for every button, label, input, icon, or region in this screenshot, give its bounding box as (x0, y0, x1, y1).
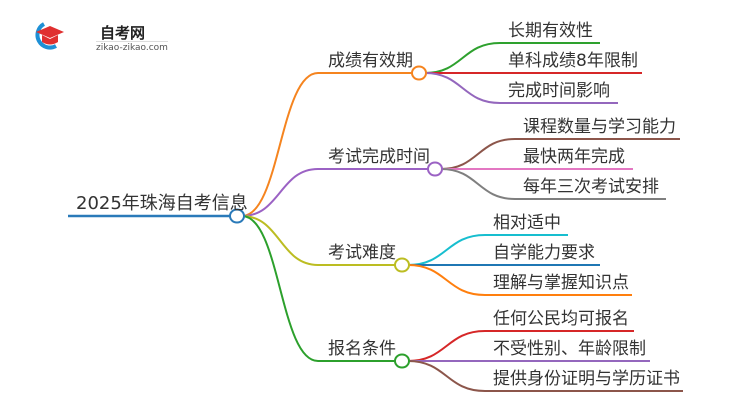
root-toggle-circle (229, 208, 245, 224)
branch-connector (241, 215, 319, 266)
leaf-connector (407, 264, 486, 296)
leaf-connector (424, 72, 501, 104)
leaf-connector (407, 330, 486, 362)
leaf-node[interactable]: 自学能力要求 (493, 243, 595, 263)
leaf-connector (440, 168, 516, 200)
leaf-node[interactable]: 任何公民均可报名 (493, 309, 629, 329)
logo-url: zikao-zikao.com (96, 41, 168, 53)
leaf-connector (407, 234, 486, 266)
branch-toggle-circle (394, 353, 410, 369)
root-node[interactable]: 2025年珠海自考信息 (76, 193, 248, 214)
branch-connector (241, 72, 319, 217)
branch-connector (241, 215, 319, 362)
branch-connector (241, 168, 319, 217)
graduation-cap-icon (35, 22, 64, 50)
leaf-connector (424, 42, 501, 74)
leaf-node[interactable]: 不受性别、年龄限制 (493, 339, 646, 359)
site-logo[interactable]: 自考网 zikao-zikao.com (30, 20, 170, 53)
leaf-node[interactable]: 提供身份证明与学历证书 (493, 369, 680, 389)
branch-node[interactable]: 考试难度 (328, 243, 396, 263)
leaf-connector (440, 138, 516, 170)
branch-toggle-circle (427, 161, 443, 177)
branch-toggle-circle (394, 257, 410, 273)
leaf-node[interactable]: 最快两年完成 (523, 147, 625, 167)
leaf-node[interactable]: 课程数量与学习能力 (523, 117, 676, 137)
leaf-connector (407, 360, 486, 392)
leaf-node[interactable]: 相对适中 (493, 213, 561, 233)
branch-toggle-circle (411, 65, 427, 81)
leaf-node[interactable]: 完成时间影响 (508, 81, 610, 101)
branch-node[interactable]: 报名条件 (328, 339, 396, 359)
leaf-node[interactable]: 每年三次考试安排 (523, 177, 659, 197)
logo-title: 自考网 (100, 24, 146, 42)
leaf-node[interactable]: 理解与掌握知识点 (493, 273, 629, 293)
branch-node[interactable]: 成绩有效期 (328, 51, 413, 71)
leaf-node[interactable]: 单科成绩8年限制 (508, 51, 638, 71)
branch-node[interactable]: 考试完成时间 (328, 147, 430, 167)
leaf-node[interactable]: 长期有效性 (508, 21, 593, 41)
